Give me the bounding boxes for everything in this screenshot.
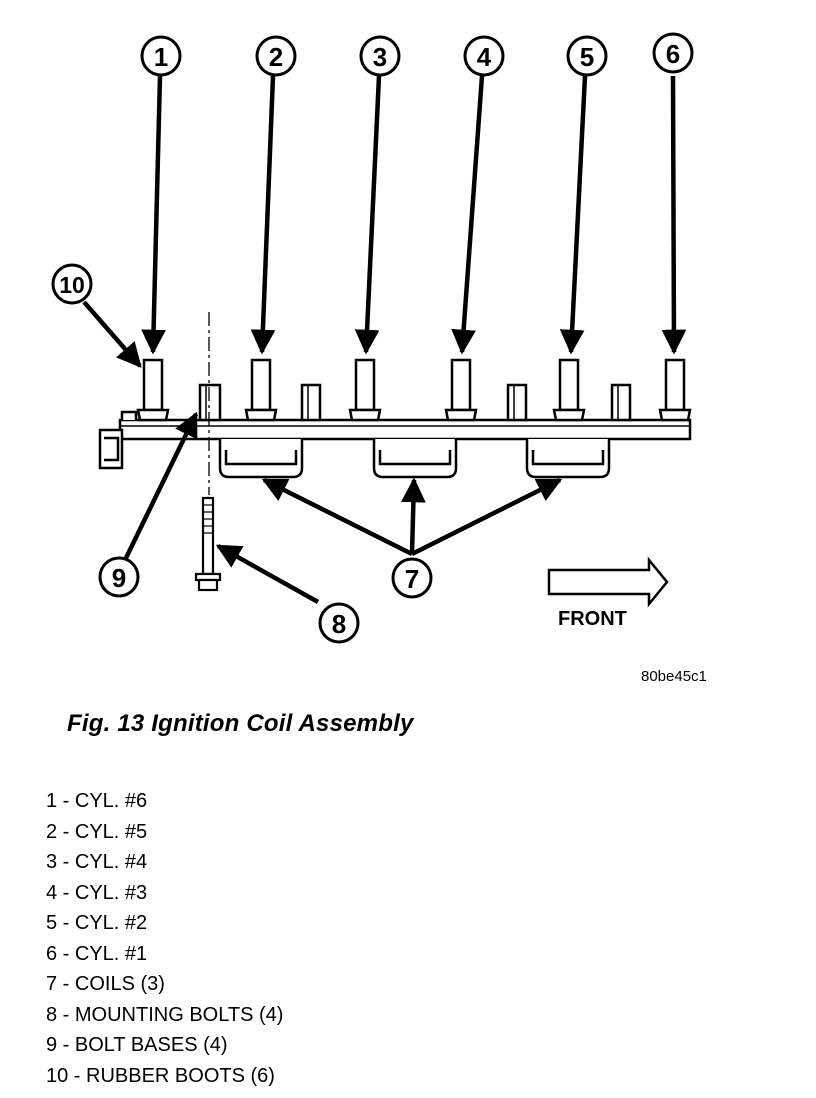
legend-item: 5 - CYL. #2 bbox=[46, 912, 148, 934]
callout-9: 9 bbox=[112, 563, 126, 593]
coil-bodies bbox=[218, 439, 611, 479]
legend-item: 2 - CYL. #5 bbox=[46, 820, 148, 843]
callout-2-circle bbox=[255, 35, 297, 77]
rubber-boots bbox=[136, 358, 692, 422]
callout-5-circle bbox=[566, 35, 608, 77]
legend-item: 7 - COILS (3) bbox=[46, 973, 165, 995]
callout-2: 2 bbox=[269, 42, 283, 72]
leader-arrows bbox=[82, 75, 687, 604]
callout-3: 3 bbox=[373, 42, 387, 72]
front-arrow-icon bbox=[547, 556, 669, 608]
legend-item: 10 - RUBBER BOOTS (6) bbox=[46, 1064, 275, 1087]
legend-list: 1 - CYL. #6 2 - CYL. #5 3 - CYL. #4 4 - … bbox=[46, 786, 283, 1091]
callout-3-circle bbox=[359, 35, 401, 77]
callout-6: 6 bbox=[666, 39, 680, 69]
callout-7: 7 bbox=[405, 564, 419, 594]
callout-8: 8 bbox=[332, 609, 346, 639]
callout-7-circle bbox=[391, 557, 433, 599]
callout-4: 4 bbox=[477, 42, 492, 72]
callout-10-circle bbox=[51, 263, 93, 305]
callout-5: 5 bbox=[580, 42, 594, 72]
legend-item: 4 - CYL. #3 bbox=[46, 881, 148, 904]
legend-item: 6 - CYL. #1 bbox=[46, 942, 148, 965]
callout-circles bbox=[51, 32, 694, 644]
callout-9-circle bbox=[98, 556, 140, 598]
coil-rail bbox=[98, 410, 692, 470]
callout-4-circle bbox=[463, 35, 505, 77]
mounting-bolt bbox=[194, 496, 222, 592]
legend-item: 1 - CYL. #6 bbox=[46, 790, 148, 812]
front-label: FRONT bbox=[558, 608, 627, 630]
legend-item: 3 - CYL. #4 bbox=[46, 851, 148, 873]
figure-caption: Fig. 13 Ignition Coil Assembly bbox=[67, 710, 414, 737]
bolt-bases bbox=[198, 383, 632, 422]
callout-6-circle bbox=[652, 32, 694, 74]
legend-item: 8 - MOUNTING BOLTS (4) bbox=[46, 1003, 284, 1026]
callout-1: 1 bbox=[154, 42, 168, 72]
ignition-coil-diagram: 1 2 3 4 5 6 7 8 9 10 FRONT 80be45c1 bbox=[51, 32, 707, 685]
callout-10: 10 bbox=[59, 272, 85, 298]
legend-item: 9 - BOLT BASES (4) bbox=[46, 1034, 228, 1056]
callout-8-circle bbox=[318, 602, 360, 644]
image-code: 80be45c1 bbox=[641, 668, 707, 685]
callout-1-circle bbox=[140, 35, 182, 77]
